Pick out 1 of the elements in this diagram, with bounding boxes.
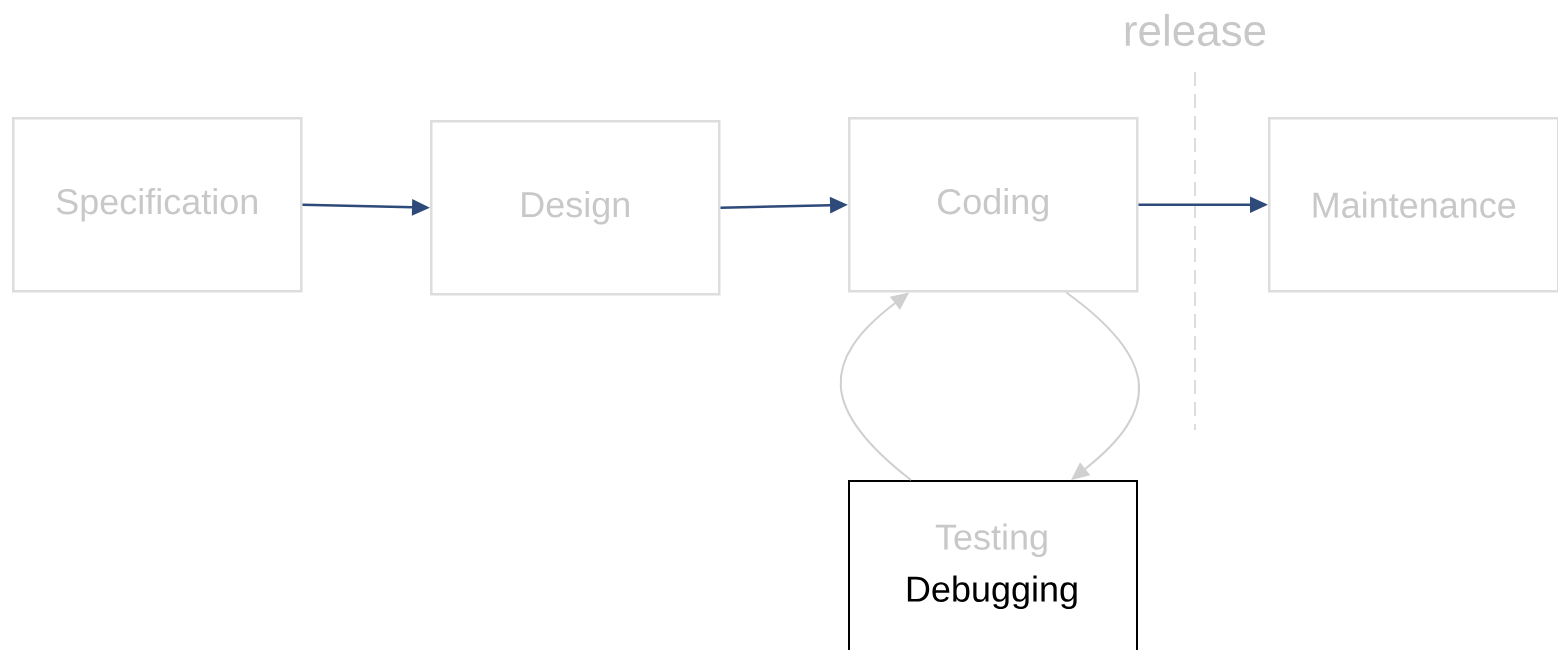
arrow <box>1065 291 1140 480</box>
